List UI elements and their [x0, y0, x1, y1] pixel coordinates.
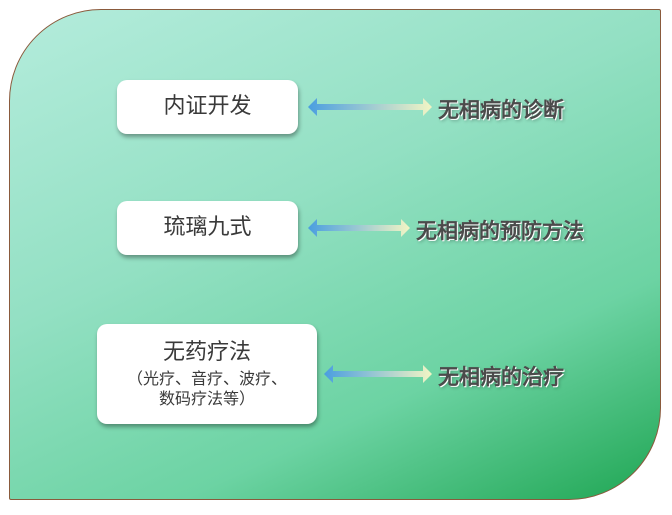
box-drugless-therapy: 无药疗法 （光疗、音疗、波疗、 数码疗法等） — [97, 324, 317, 424]
double-arrow-1 — [308, 98, 432, 116]
label-diagnosis: 无相病的诊断 — [438, 98, 564, 122]
label-treatment: 无相病的治疗 — [438, 365, 564, 389]
diagram-panel — [9, 9, 661, 500]
box-drugless-therapy-subtitle-2: 数码疗法等） — [158, 389, 255, 408]
box-inner-development: 内证开发 — [117, 80, 298, 134]
box-glaze-nine-forms-title: 琉璃九式 — [163, 215, 252, 240]
box-drugless-therapy-subtitle-1: （光疗、音疗、波疗、 — [126, 369, 287, 388]
box-glaze-nine-forms: 琉璃九式 — [117, 201, 298, 255]
double-arrow-3 — [324, 365, 432, 383]
label-prevention: 无相病的预防方法 — [416, 219, 584, 243]
double-arrow-2 — [308, 219, 410, 237]
box-inner-development-title: 内证开发 — [163, 94, 252, 119]
box-drugless-therapy-title: 无药疗法 — [162, 340, 251, 365]
